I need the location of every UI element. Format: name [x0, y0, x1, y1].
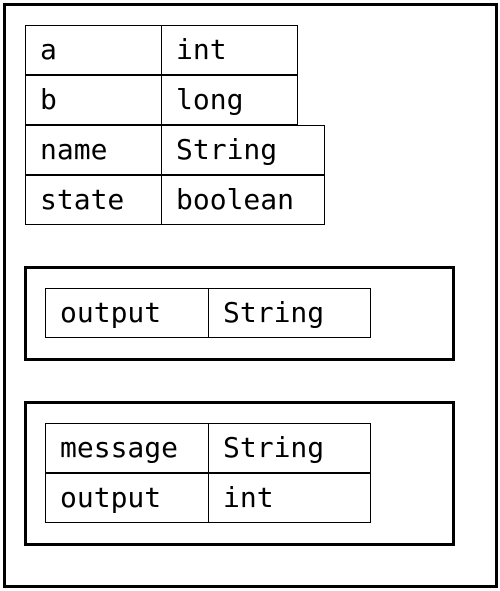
field-type-cell: int [208, 473, 371, 523]
message-group [24, 401, 455, 546]
output-group [24, 266, 455, 361]
field-type-cell: String [208, 288, 371, 338]
outer-container [3, 3, 498, 588]
field-name-cell: output [45, 288, 209, 338]
field-name-cell: message [45, 423, 209, 473]
field-name-cell: a [25, 25, 162, 75]
field-type-cell: long [161, 75, 298, 125]
field-name-cell: state [25, 175, 162, 225]
field-type-cell: String [208, 423, 371, 473]
field-name-cell: name [25, 125, 162, 175]
field-type-cell: int [161, 25, 298, 75]
field-name-cell: output [45, 473, 209, 523]
field-type-cell: String [161, 125, 325, 175]
field-name-cell: b [25, 75, 162, 125]
field-type-cell: boolean [161, 175, 325, 225]
